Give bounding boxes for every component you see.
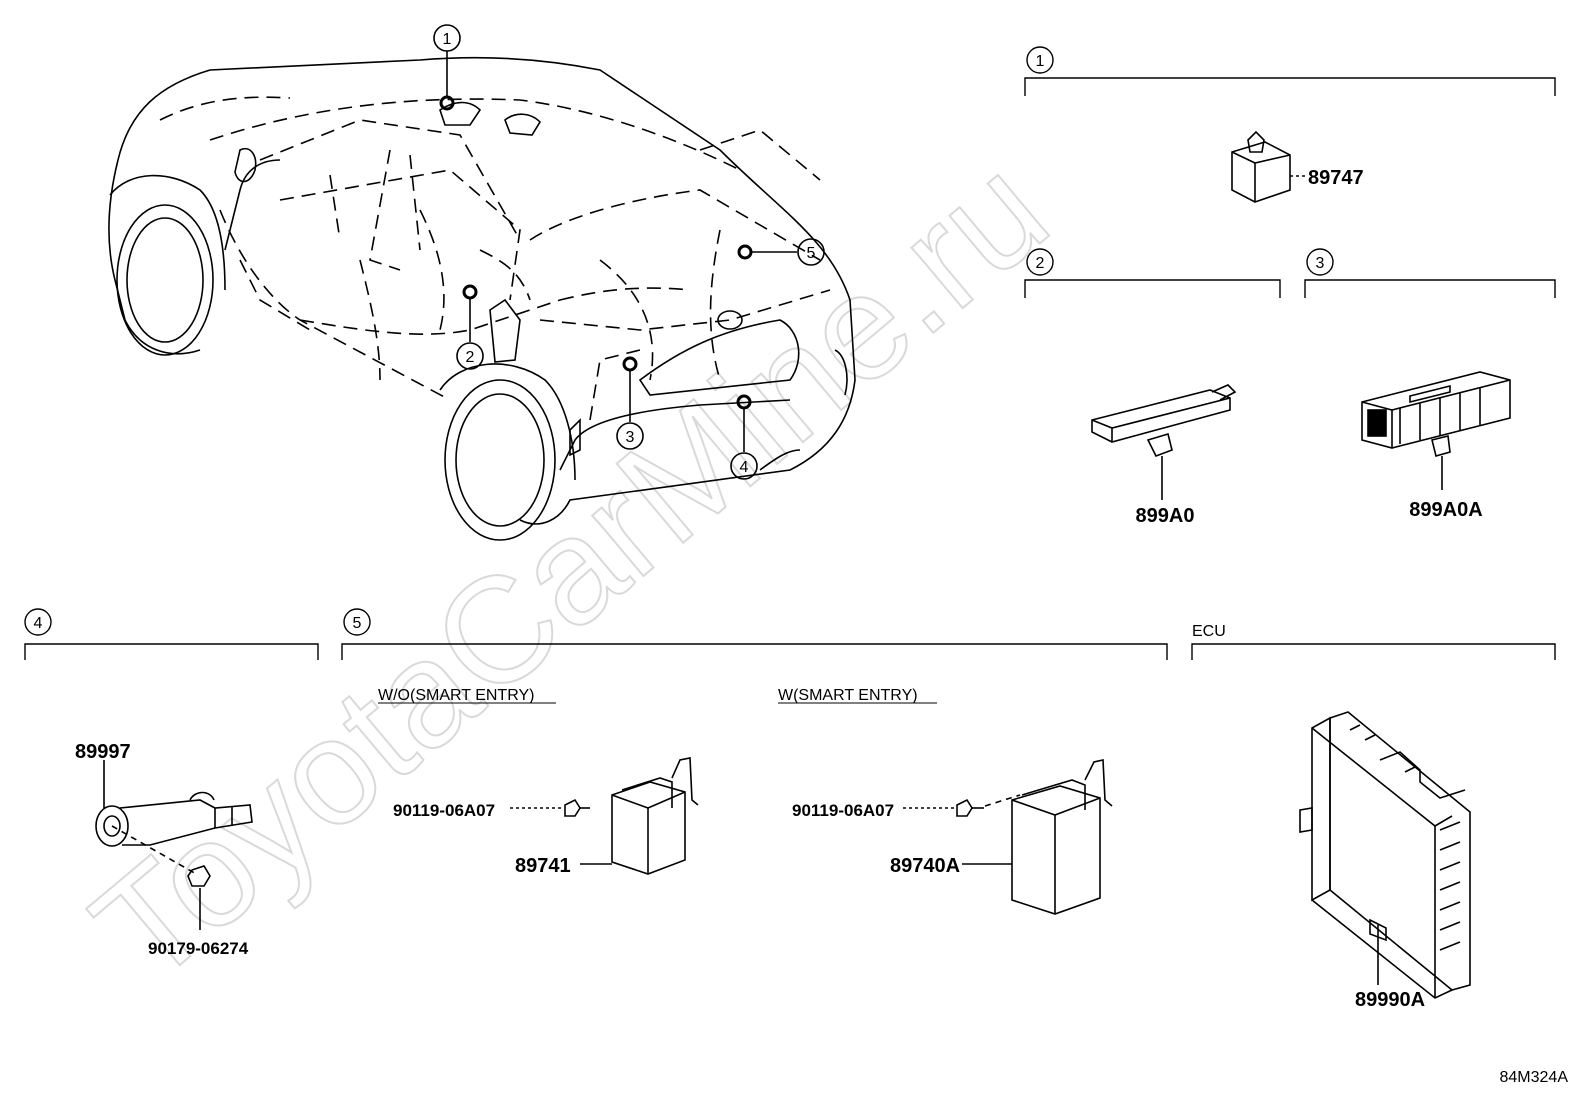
section-2: 2 899A0 xyxy=(1024,248,1281,527)
callout-5-label: 5 xyxy=(807,245,816,262)
w-smart-entry-label: W(SMART ENTRY) xyxy=(778,687,918,704)
part-899A0A-drawing xyxy=(1361,371,1511,490)
part-89997-drawing xyxy=(95,760,253,930)
section-ecu: ECU 89990A xyxy=(1191,623,1556,1011)
part-89990A-drawing xyxy=(1299,711,1471,999)
part-899A0-drawing xyxy=(1091,384,1237,500)
part-89740A-drawing xyxy=(903,759,1113,915)
section-5-number: 5 xyxy=(353,615,362,632)
part-number-89741[interactable]: 89741 xyxy=(515,855,571,877)
ecu-title: ECU xyxy=(1192,623,1226,640)
part-number-90179-06274[interactable]: 90179-06274 xyxy=(148,939,249,958)
vehicle-illustration xyxy=(108,56,856,541)
part-number-899A0[interactable]: 899A0 xyxy=(1136,505,1195,527)
bolt-90119-06A07-w[interactable]: 90119-06A07 xyxy=(792,801,894,820)
part-number-89997[interactable]: 89997 xyxy=(75,741,131,763)
callout-3-label: 3 xyxy=(626,429,635,446)
section-1-number: 1 xyxy=(1036,53,1045,70)
callout-2-label: 2 xyxy=(466,349,475,366)
part-number-89740A[interactable]: 89740A xyxy=(890,855,960,877)
section-3-number: 3 xyxy=(1316,255,1325,272)
part-number-899A0A[interactable]: 899A0A xyxy=(1409,499,1482,521)
callout-4-label: 4 xyxy=(740,459,749,476)
section-4: 4 89997 90179-06274 xyxy=(24,608,319,958)
section-1: 1 89747 xyxy=(1024,46,1556,203)
part-number-89747[interactable]: 89747 xyxy=(1308,167,1364,189)
watermark: ToyotaCarMine.ru xyxy=(63,125,1078,1015)
section-3: 3 899A0A xyxy=(1304,248,1556,521)
vehicle-callouts xyxy=(433,24,825,480)
part-89747-drawing xyxy=(1231,130,1305,203)
section-4-number: 4 xyxy=(34,615,43,632)
callout-1-label: 1 xyxy=(443,31,452,48)
diagram-code: 84M324A xyxy=(1500,1069,1569,1086)
section-5: 5 W/O(SMART ENTRY) 90119-06A07 89741 W(S… xyxy=(341,608,1168,915)
part-number-89990A[interactable]: 89990A xyxy=(1355,989,1425,1011)
wo-smart-entry-label: W/O(SMART ENTRY) xyxy=(378,687,534,704)
bolt-90119-06A07-wo[interactable]: 90119-06A07 xyxy=(393,801,495,820)
part-89741-drawing xyxy=(510,757,699,875)
section-2-number: 2 xyxy=(1036,255,1045,272)
